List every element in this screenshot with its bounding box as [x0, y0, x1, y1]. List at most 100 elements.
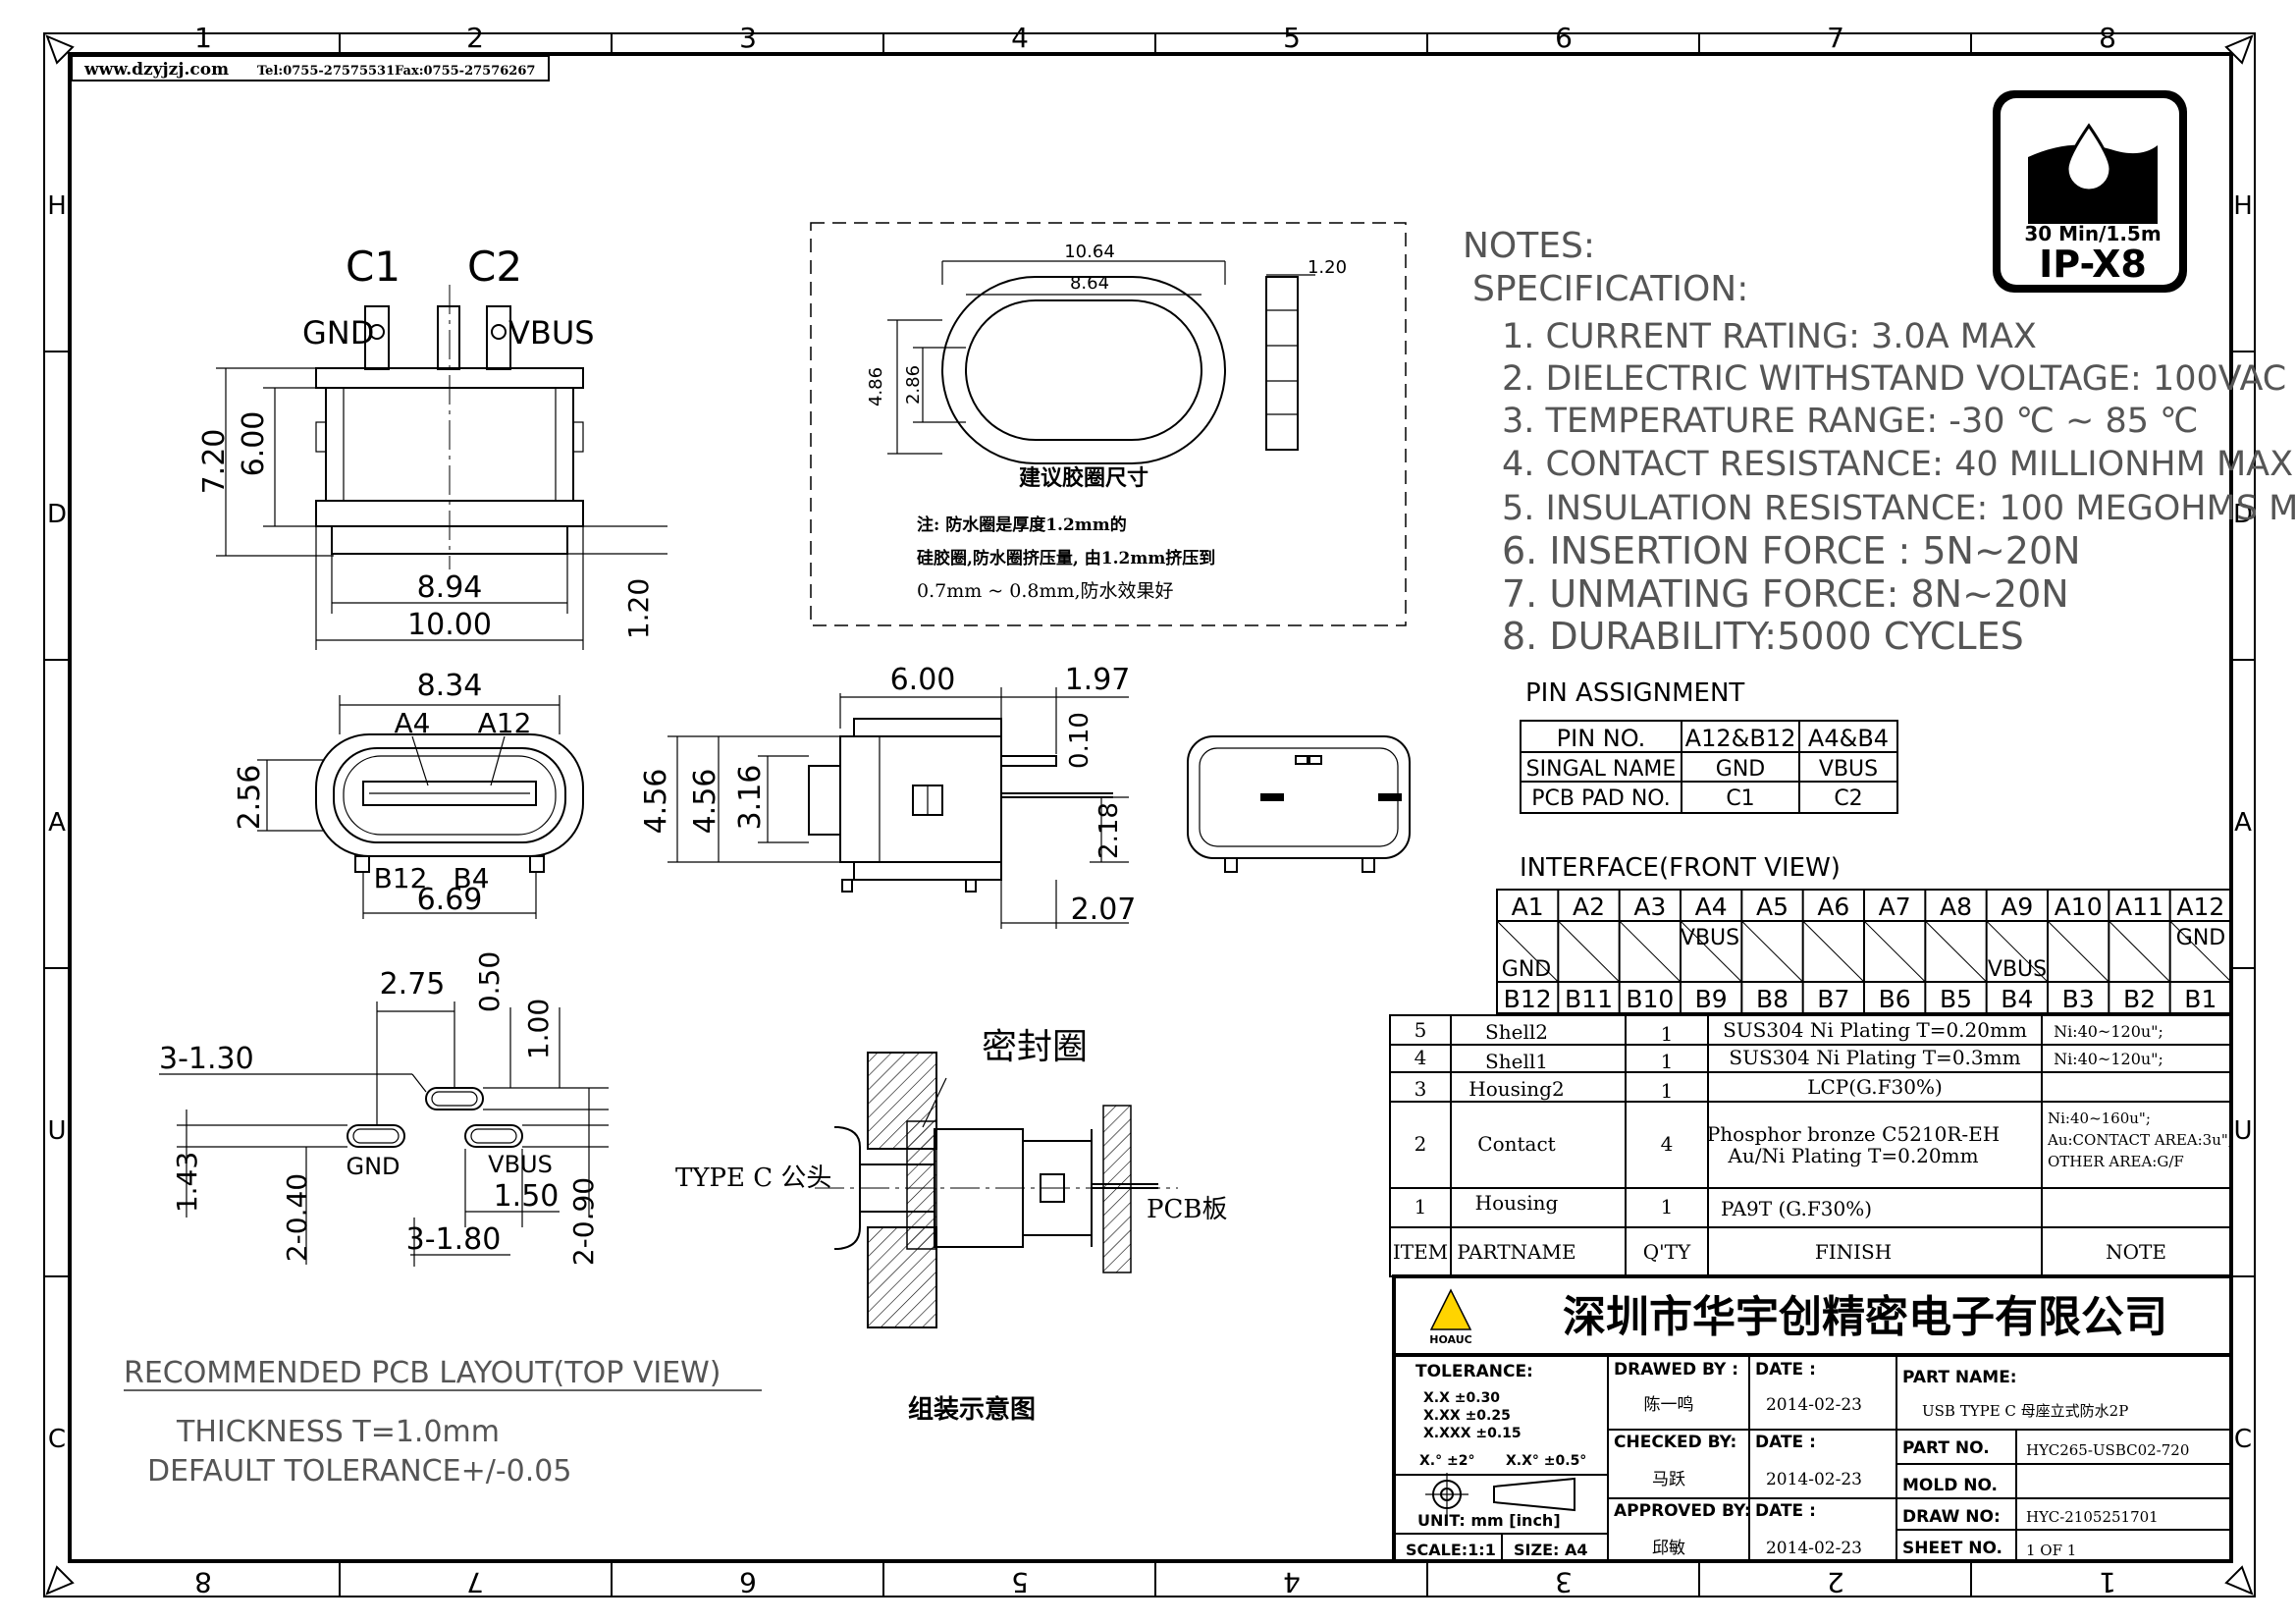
dim-1-97: 1.97: [1065, 663, 1131, 697]
grid-ticks: [44, 33, 2255, 1597]
assembly-typec-label: TYPE C 公头: [675, 1164, 831, 1193]
col-label: 6: [739, 1566, 757, 1598]
pcb-layout-title: RECOMMENDED PCB LAYOUT(TOP VIEW): [124, 1356, 721, 1390]
mold-no-label: MOLD NO.: [1902, 1476, 1998, 1495]
bom-qty: 1: [1661, 1050, 1674, 1073]
bom-finish: SUS304 Ni Plating T=0.3mm: [1729, 1046, 2020, 1069]
row-label: A: [2234, 808, 2252, 838]
if-diagonal: [1680, 920, 1742, 983]
header-fax: Fax:0755-27576267: [395, 64, 535, 79]
approved-name: 邱敏: [1652, 1539, 1685, 1558]
col-label: 4: [1283, 1566, 1301, 1598]
dim-1-50: 1.50: [494, 1179, 560, 1214]
pin-cell: SINGAL NAME: [1526, 757, 1677, 782]
note-item: 4. CONTACT RESISTANCE: 40 MILLIONHM MAX: [1502, 445, 2293, 484]
bom-note-2: Au:CONTACT AREA:3u",: [2047, 1131, 2233, 1149]
header-tel: Tel:0755-27575531: [257, 64, 395, 79]
dim-1-43: 1.43: [171, 1152, 203, 1213]
pin-assignment-table: PIN ASSIGNMENT PIN NO. A12&B12 A4&B4 SIN…: [1520, 678, 1898, 814]
gasket-detail: 10.64 8.64 1.20 4.86 2.86 建议胶圈尺寸 注: 防水圈是…: [810, 222, 1407, 626]
dim-2-07: 2.07: [1071, 893, 1137, 927]
gasket-note-3: 0.7mm ~ 0.8mm,防水效果好: [917, 580, 1174, 602]
projection-symbol-icon: [1425, 1473, 1575, 1516]
if-diagonal: [1924, 920, 1988, 983]
corner-br: [2224, 1565, 2254, 1596]
row-label: A: [48, 808, 66, 838]
col-label: 8: [2099, 22, 2116, 54]
bom-part: Shell1: [1485, 1050, 1548, 1073]
title-block: HOAUC 深圳市华宇创精密电子有限公司 TOLERANCE: X.X ±0.3…: [1392, 1274, 2233, 1563]
dim-1-20: 1.20: [622, 578, 655, 639]
if-diagonal: [2047, 920, 2109, 983]
bom-note-3: OTHER AREA:G/F: [2048, 1153, 2184, 1170]
if-diagonal: [1557, 920, 1621, 983]
bom-header: Q'TY: [1643, 1240, 1691, 1264]
label-gnd: GND: [302, 314, 374, 352]
corner-bl: [45, 1565, 75, 1596]
tolerance-angle-1: X.° ±2°: [1419, 1453, 1474, 1469]
tolerance-angle-2: X.X° ±0.5°: [1506, 1453, 1586, 1469]
company-name: 深圳市华宇创精密电子有限公司: [1563, 1292, 2167, 1342]
note-item: 8. DURABILITY:5000 CYCLES: [1502, 615, 2024, 658]
dim-3-1-30: 3-1.30: [159, 1042, 254, 1076]
row-label: D: [2233, 500, 2253, 529]
date-label: DATE :: [1755, 1433, 1816, 1452]
bom-finish: PA9T (G.F30%): [1721, 1197, 1872, 1220]
bom-item: 1: [1415, 1195, 1427, 1218]
bom-qty: 1: [1661, 1022, 1674, 1046]
note-item: 1. CURRENT RATING: 3.0A MAX: [1502, 317, 2037, 356]
dim-0-10: 0.10: [1065, 712, 1095, 769]
pin-header: A4&B4: [1808, 725, 1889, 752]
if-diagonal: [1863, 920, 1926, 983]
company-logo: HOAUC: [1429, 1288, 1472, 1346]
pcb-thickness: THICKNESS T=1.0mm: [176, 1415, 500, 1449]
pcb-tolerance: DEFAULT TOLERANCE+/-0.05: [147, 1454, 571, 1489]
bom-item: 3: [1415, 1077, 1427, 1101]
corner-tl: [45, 34, 75, 65]
size-label: SIZE: A4: [1514, 1541, 1588, 1559]
draw-no-value: HYC-2105251701: [2026, 1508, 2159, 1526]
scale-label: SCALE:1:1: [1406, 1541, 1496, 1559]
if-b-pin: B6: [1879, 985, 1911, 1013]
col-label: 4: [1011, 22, 1029, 54]
bom-table: 5 Shell2 1 SUS304 Ni Plating T=0.20mm Ni…: [1389, 1014, 2233, 1277]
dim-8-64: 8.64: [1070, 273, 1109, 294]
bom-part: Housing2: [1468, 1077, 1564, 1101]
checked-name: 马跃: [1652, 1470, 1685, 1489]
bom-header: NOTE: [2106, 1240, 2166, 1264]
if-b-pin: B1: [2184, 985, 2216, 1013]
pin-cell: PCB PAD NO.: [1531, 786, 1670, 811]
tolerance-1: X.X ±0.30: [1423, 1390, 1500, 1406]
label-b12: B12: [374, 862, 428, 894]
label-vbus: VBUS: [508, 314, 595, 352]
if-b-pin: B8: [1756, 985, 1789, 1013]
if-b12-gnd: GND: [1502, 957, 1551, 982]
label-a12: A12: [478, 707, 532, 739]
col-label: 2: [466, 22, 484, 54]
note-item: 7. UNMATING FORCE: 8N~20N: [1502, 572, 2069, 616]
dim-8-34: 8.34: [417, 669, 483, 703]
bom-note: Ni:40~120u";: [2054, 1022, 2163, 1041]
grid-row-labels: H D A U C H D A U C: [47, 191, 2253, 1454]
draw-no-label: DRAW NO:: [1902, 1507, 2001, 1527]
sheet-no-value: 1 OF 1: [2026, 1542, 2076, 1559]
row-label: U: [2233, 1116, 2252, 1146]
pin-header: PIN NO.: [1557, 725, 1646, 752]
if-a-pin: A8: [1940, 893, 1972, 921]
if-diagonal: [2108, 920, 2171, 983]
dim-10-64: 10.64: [1064, 242, 1115, 262]
notes-spec: SPECIFICATION:: [1472, 269, 1748, 309]
badge-depth: 30 Min/1.5m: [2024, 222, 2161, 245]
dim-2-18: 2.18: [1095, 802, 1124, 859]
dim-6-69: 6.69: [417, 883, 483, 917]
gasket-note-2: 硅胶圈,防水圈挤压量, 由1.2mm挤压到: [917, 548, 1215, 568]
if-diagonal: [2169, 920, 2232, 983]
if-a-pin: A3: [1633, 893, 1666, 921]
tolerance-label: TOLERANCE:: [1415, 1362, 1533, 1381]
bom-qty: 4: [1661, 1132, 1674, 1156]
approved-by-label: APPROVED BY:: [1614, 1501, 1751, 1521]
if-b4-vbus: VBUS: [1988, 957, 2047, 982]
unit-label: UNIT: mm [inch]: [1417, 1511, 1561, 1530]
if-a-pin: A7: [1879, 893, 1911, 921]
if-diagonal: [1496, 920, 1559, 983]
